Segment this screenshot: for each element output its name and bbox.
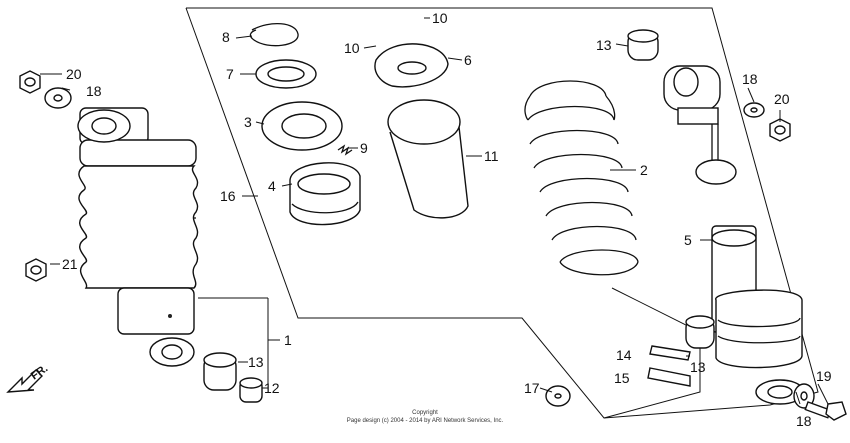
collar-12[interactable]	[239, 377, 263, 403]
callout-12: 12	[264, 380, 280, 396]
nut-20-left[interactable]	[19, 70, 41, 94]
callout-11: 11	[484, 148, 499, 164]
washer-18-upper-right[interactable]	[743, 102, 765, 118]
rubber-14[interactable]	[649, 345, 691, 361]
callout-9: 9	[360, 140, 368, 156]
callout-13-upper-right: 13	[596, 37, 612, 53]
callout-18-lower-right: 18	[796, 413, 812, 429]
rubber-15[interactable]	[647, 367, 691, 387]
callout-15: 15	[614, 370, 630, 386]
spring-2[interactable]	[524, 80, 639, 276]
callout-2: 2	[640, 162, 648, 178]
bolt-19[interactable]	[804, 401, 847, 421]
washer-17[interactable]	[545, 385, 571, 407]
callout-4: 4	[268, 178, 276, 194]
callout-10-top: 10	[432, 10, 448, 26]
exploded-view-outline	[185, 7, 819, 419]
callout-10-mid: 10	[344, 40, 360, 56]
callout-13-lower-left: 13	[248, 354, 264, 370]
callout-7: 7	[226, 66, 234, 82]
adjuster-4[interactable]	[289, 162, 361, 226]
callout-17: 17	[524, 380, 540, 396]
nut-20-right[interactable]	[769, 118, 791, 142]
callout-6: 6	[464, 52, 472, 68]
spring-seat-3[interactable]	[261, 101, 343, 151]
nut-21[interactable]	[25, 258, 47, 282]
front-direction-arrow	[6, 369, 43, 393]
left-shock-absorber[interactable]	[77, 107, 199, 367]
bushing-13-lower-left[interactable]	[203, 352, 237, 391]
ring-7[interactable]	[255, 59, 317, 89]
bushing-13-upper-right[interactable]	[627, 29, 659, 61]
subassembly-outline	[603, 287, 701, 419]
spring-9[interactable]	[337, 144, 353, 156]
callout-18-left: 18	[86, 83, 102, 99]
damper-5[interactable]	[663, 65, 805, 405]
stopper-plate-6[interactable]	[374, 43, 449, 88]
callout-13-lower-right: 13	[690, 359, 706, 375]
cover-11[interactable]	[387, 99, 469, 219]
washer-18-left[interactable]	[44, 87, 72, 109]
callout-21: 21	[62, 256, 78, 272]
callout-18-upper-right: 18	[742, 71, 758, 87]
callout-5: 5	[684, 232, 692, 248]
callout-19: 19	[816, 368, 832, 384]
bushing-13-lower-right[interactable]	[685, 315, 715, 349]
callout-1: 1	[284, 332, 292, 348]
callout-20-left: 20	[66, 66, 82, 82]
callout-20-right: 20	[774, 91, 790, 107]
circlip-8[interactable]	[249, 23, 299, 47]
copyright-line-1: Copyright	[412, 410, 438, 416]
callout-3: 3	[244, 114, 252, 130]
callout-8: 8	[222, 29, 230, 45]
callout-16: 16	[220, 188, 236, 204]
leader-lines	[40, 17, 829, 405]
copyright-line-2: Page design (c) 2004 - 2014 by ARI Netwo…	[347, 418, 504, 424]
callout-14: 14	[616, 347, 632, 363]
